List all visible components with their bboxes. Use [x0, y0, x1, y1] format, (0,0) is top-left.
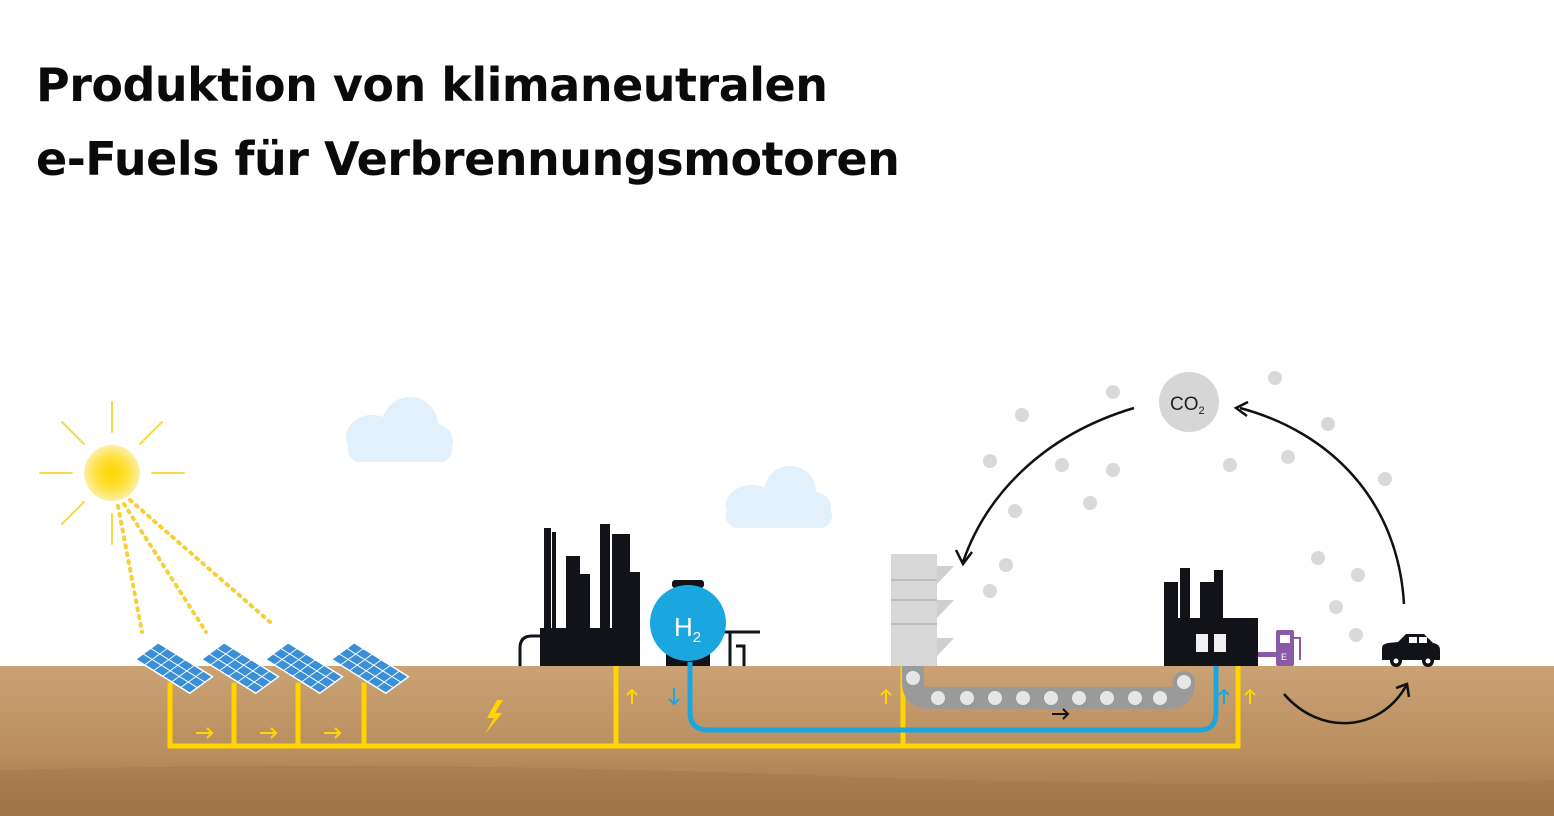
co2-particle	[1378, 472, 1392, 486]
co2-particle	[1106, 385, 1120, 399]
co2-pipe-dot	[1100, 691, 1114, 705]
cloud-icon	[346, 397, 453, 462]
co2-particle	[1055, 458, 1069, 472]
co2-particle	[1268, 371, 1282, 385]
co2-particle	[1329, 600, 1343, 614]
co2-pipe-dot	[988, 691, 1002, 705]
co2-particle	[999, 558, 1013, 572]
refinery-pipes	[720, 630, 760, 666]
co2-pipe-dot	[1072, 691, 1086, 705]
co2-pipe-dot	[931, 691, 945, 705]
refinery-icon	[518, 524, 640, 666]
co2-particle	[1223, 458, 1237, 472]
co2-particle	[1015, 408, 1029, 422]
hydrogen-tank-icon: H2	[650, 580, 726, 666]
co2-particle	[983, 584, 997, 598]
synthesis-factory-icon	[1164, 568, 1258, 666]
co2-pipe-dot	[906, 671, 920, 685]
co2-bubble: CO2	[1159, 372, 1219, 432]
title-line-2: e-Fuels für Verbrennungsmotoren	[36, 132, 900, 186]
page-title: Produktion von klimaneutralen e-Fuels fü…	[36, 48, 900, 196]
co2-capture-tower-icon	[891, 554, 954, 666]
co2-particle	[1351, 568, 1365, 582]
co2-label: CO2	[1170, 394, 1205, 417]
co2-pipeline	[902, 651, 1195, 720]
co2-pipe-dot	[1044, 691, 1058, 705]
co2-pipe-dot	[1016, 691, 1030, 705]
co2-pipe-dot	[1177, 675, 1191, 689]
co2-particle	[1349, 628, 1363, 642]
sun-icon	[39, 401, 272, 634]
power-lines	[167, 663, 1241, 749]
solar-panel-icon	[330, 641, 410, 695]
co2-particle	[1321, 417, 1335, 431]
co2-particle	[1083, 496, 1097, 510]
cloud-icon	[726, 466, 832, 528]
solar-panel-icon	[134, 641, 214, 695]
co2-particles	[983, 371, 1392, 642]
co2-particle	[1106, 463, 1120, 477]
fuel-pump-icon: E	[1258, 630, 1301, 666]
hydrogen-pipeline	[668, 662, 1230, 733]
power-flow-arrows	[196, 688, 1256, 739]
lightning-icon	[485, 700, 503, 734]
co2-particle	[983, 454, 997, 468]
co2-pipe-dot	[1128, 691, 1142, 705]
solar-panel-icon	[264, 641, 344, 695]
co2-particle	[1281, 450, 1295, 464]
co2-pipe-dot	[960, 691, 974, 705]
cycle-arrows	[954, 400, 1411, 725]
title-line-1: Produktion von klimaneutralen	[36, 58, 828, 112]
co2-particle	[1008, 504, 1022, 518]
solar-panels	[134, 641, 410, 695]
h2-label: H2	[674, 612, 701, 646]
car-icon	[1382, 634, 1440, 667]
pump-label: E	[1281, 652, 1287, 662]
solar-panel-icon	[200, 641, 280, 695]
co2-pipe-dot	[1153, 691, 1167, 705]
co2-particle	[1311, 551, 1325, 565]
